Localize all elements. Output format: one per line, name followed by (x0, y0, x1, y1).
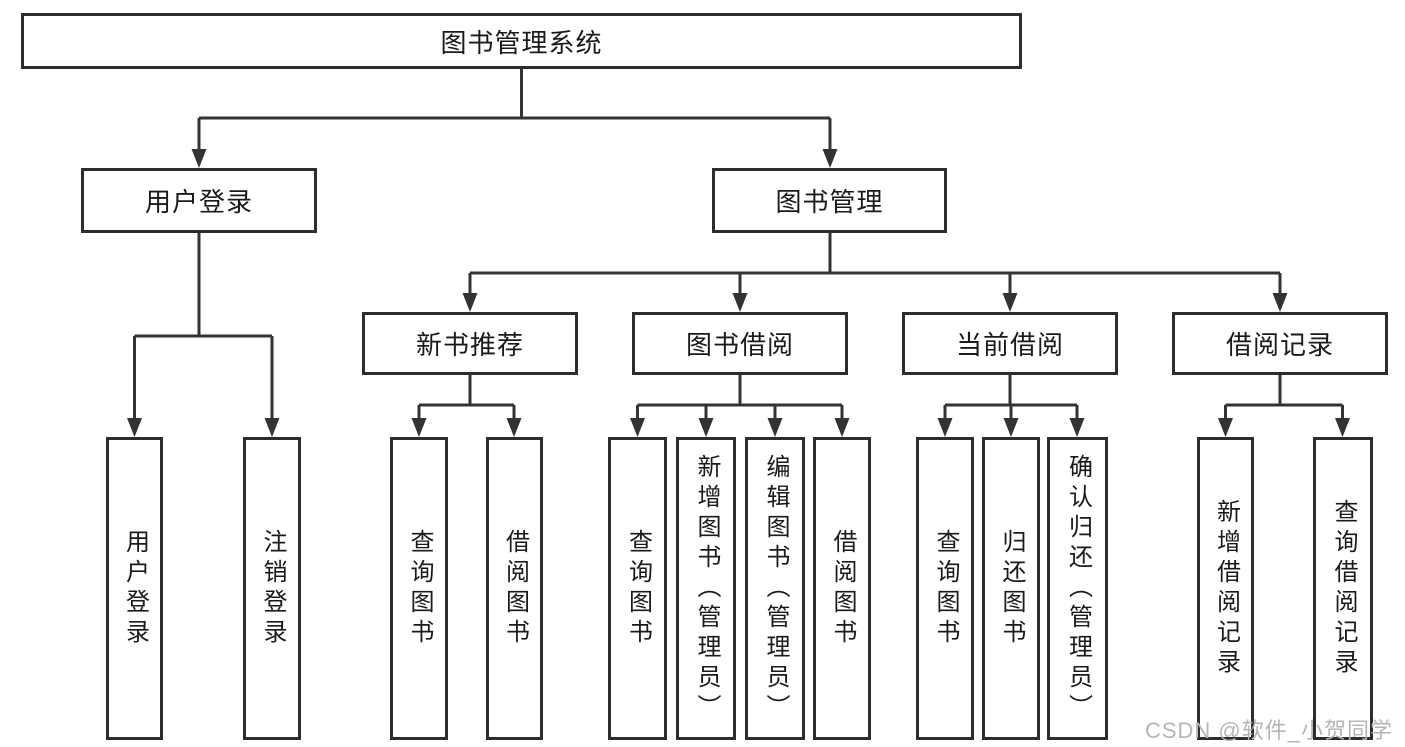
node-new-book-recommend: 新书推荐 (362, 312, 578, 375)
leaf-logout: 注销登录 (243, 437, 301, 740)
node-label: 图书管理系统 (440, 27, 603, 58)
arrowhead (937, 418, 953, 437)
node-label: 查询图书 (624, 528, 652, 649)
connector-recommend-to-leaves (417, 375, 516, 430)
leaf-user-login: 用户登录 (106, 437, 163, 740)
arrowhead (767, 418, 783, 437)
arrowhead (1069, 418, 1085, 437)
arrowhead (834, 418, 850, 437)
connector-borrow-to-leaves (636, 375, 844, 430)
node-label: 新增借阅记录 (1212, 498, 1240, 679)
leaf-borrow-edit-books-admin: 编辑图书（管理员） (745, 437, 805, 740)
leaf-current-confirm-return-admin: 确认归还（管理员） (1047, 437, 1108, 740)
arrowhead (411, 418, 427, 437)
arrowhead (732, 293, 748, 312)
arrowhead (1272, 293, 1288, 312)
connector-user-login-to-leaves (133, 233, 274, 430)
arrowheads (127, 149, 1350, 437)
leaf-records-add-record: 新增借阅记录 (1197, 437, 1254, 740)
node-user-login: 用户登录 (81, 168, 317, 233)
node-label: 借阅图书 (829, 528, 856, 649)
leaf-borrow-add-books-admin: 新增图书（管理员） (676, 437, 736, 740)
node-label: 用户登录 (144, 187, 253, 217)
arrowhead (1335, 418, 1350, 437)
node-library-system: 图书管理系统 (21, 13, 1022, 69)
node-label: 图书借阅 (685, 330, 794, 360)
leaf-borrow-query-books: 查询图书 (608, 437, 667, 740)
arrowhead (822, 149, 838, 168)
node-current-borrow: 当前借阅 (902, 312, 1118, 375)
node-label: 查询图书 (406, 528, 433, 649)
node-label: 图书管理 (775, 187, 884, 217)
arrowhead (1002, 293, 1018, 312)
node-label: 编辑图书（管理员） (762, 453, 789, 724)
leaf-recommend-query-books: 查询图书 (390, 437, 448, 740)
node-label: 新书推荐 (415, 330, 524, 360)
connector-root-to-level2 (197, 69, 832, 162)
node-label: 注销登录 (259, 528, 286, 649)
node-label: 归还图书 (998, 528, 1025, 649)
node-label: 确认归还（管理员） (1064, 453, 1092, 724)
arrowhead (698, 418, 714, 437)
node-label: 借阅图书 (501, 528, 529, 649)
connector-book-mgmt-to-level3 (468, 233, 1282, 305)
arrowhead (264, 418, 280, 437)
node-label: 新增图书（管理员） (693, 453, 720, 724)
csdn-watermark: CSDN @软件_小贺同学 (1144, 718, 1393, 743)
leaf-recommend-borrow-books: 借阅图书 (486, 437, 543, 740)
node-borrow-records: 借阅记录 (1172, 312, 1388, 375)
arrowhead (127, 418, 142, 437)
arrowhead (1003, 418, 1019, 437)
node-label: 查询图书 (932, 528, 959, 649)
leaf-current-return-books: 归还图书 (982, 437, 1040, 740)
node-label: 用户登录 (121, 528, 149, 649)
node-book-management: 图书管理 (712, 168, 947, 233)
connector-records-to-leaves (1224, 375, 1344, 430)
arrowhead (1218, 418, 1233, 437)
connector-current-to-leaves (943, 375, 1079, 430)
leaf-records-query-record: 查询借阅记录 (1313, 437, 1373, 740)
leaf-borrow-borrow-books: 借阅图书 (813, 437, 871, 740)
arrowhead (191, 149, 207, 168)
arrowhead (462, 293, 478, 312)
arrowhead (630, 418, 645, 437)
node-label: 查询借阅记录 (1330, 498, 1357, 679)
node-label: 当前借阅 (955, 330, 1064, 360)
node-book-borrow: 图书借阅 (632, 312, 848, 375)
arrowhead (506, 418, 522, 437)
leaf-current-query-books: 查询图书 (916, 437, 974, 740)
node-label: 借阅记录 (1225, 330, 1334, 360)
